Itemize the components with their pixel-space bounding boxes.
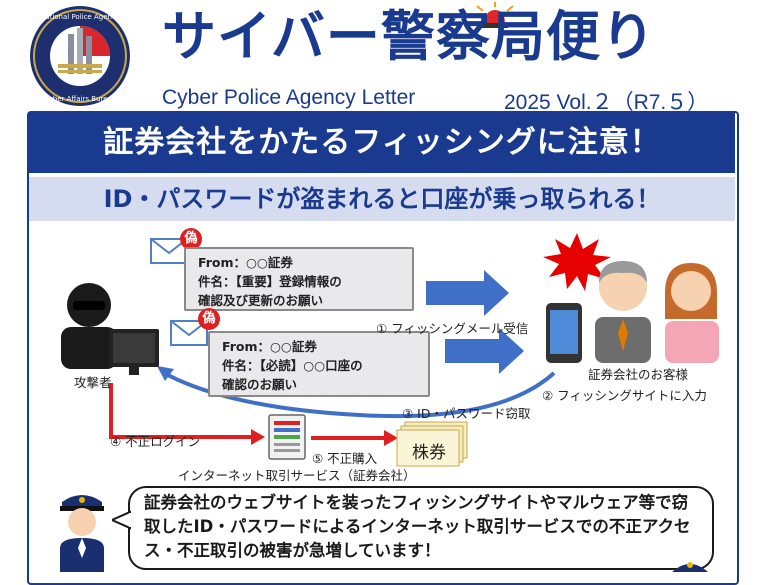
arrow-right-icon [426,270,509,316]
phishing-flow-diagram [61,233,719,467]
step4-label: ④ 不正ログイン [110,434,201,449]
arrow-right-icon [445,328,524,374]
phishing-email-1: From：○○証券 件名：【重要】登録情報の 確認及び更新のお願い [184,247,414,311]
phishing-email-2: From：○○証券 件名：【必読】○○口座の 確認のお願い [208,331,430,397]
customer-label: 証券会社のお客様 [588,367,689,382]
step1-label: ① フィッシングメール受信 [376,321,529,336]
siren-icon [476,2,514,28]
bubble-tail-icon [112,510,132,530]
stock-certificate-icon [396,421,468,467]
fake-mark-badge: 偽 [180,228,202,250]
trading-service-icon [268,414,306,460]
page-title: サイバー警察局便り [162,5,656,68]
customer-woman-icon [665,263,719,363]
headline: 証券会社をかたるフィッシングに注意！ [103,125,661,160]
subheadline-banner [29,177,735,221]
stock-label: 株券 [412,443,446,463]
emblem-top-text: National Police Agency [40,13,120,21]
customer-man-icon [595,261,651,363]
email-subject-line1: 件名：【必読】○○口座の [222,358,363,373]
email-subject-line1: 件名：【重要】登録情報の [198,274,342,289]
computer-monitor-icon [109,329,159,375]
email-subject-line2: 確認及び更新のお願い [198,293,324,308]
fake-mark-badge: 偽 [198,308,220,330]
police-officer-icon [60,495,104,572]
email-from: From：○○証券 [222,339,317,354]
notice-text: 証券会社のウェブサイトを装ったフィッシングサイトやマルウェア等で窃取したID・パ… [144,493,691,560]
step2-label: ② フィッシングサイトに入力 [542,388,707,403]
emblem-bottom-text: Cyber Affairs Bureau [44,95,116,103]
attacker-label: 攻撃者 [74,375,112,390]
police-emblem-logo: National Police Agency Cyber Affairs Bur… [30,6,130,106]
notice-bubble [128,486,714,570]
attacker-icon [61,283,117,369]
envelope-icon [150,238,188,264]
subheadline: ID・パスワードが盗まれると口座が乗っ取られる！ [103,185,661,213]
email-from: From：○○証券 [198,255,293,270]
service-label: インターネット取引サービス（証券会社） [178,468,416,483]
red-arrow-icon [109,383,254,439]
step3-label: ③ ID・パスワード窃取 [402,406,531,421]
page-subtitle: Cyber Police Agency Letter [162,86,416,109]
step5-label: ⑤ 不正購入 [312,451,378,466]
alert-burst-icon [543,233,611,291]
email-subject-line2: 確認のお願い [222,377,298,392]
headline-banner [29,113,735,173]
smartphone-icon [546,303,582,363]
police-cap-icon [672,562,708,572]
issue-number: 2025 Vol.２（R7.５） [504,91,709,114]
